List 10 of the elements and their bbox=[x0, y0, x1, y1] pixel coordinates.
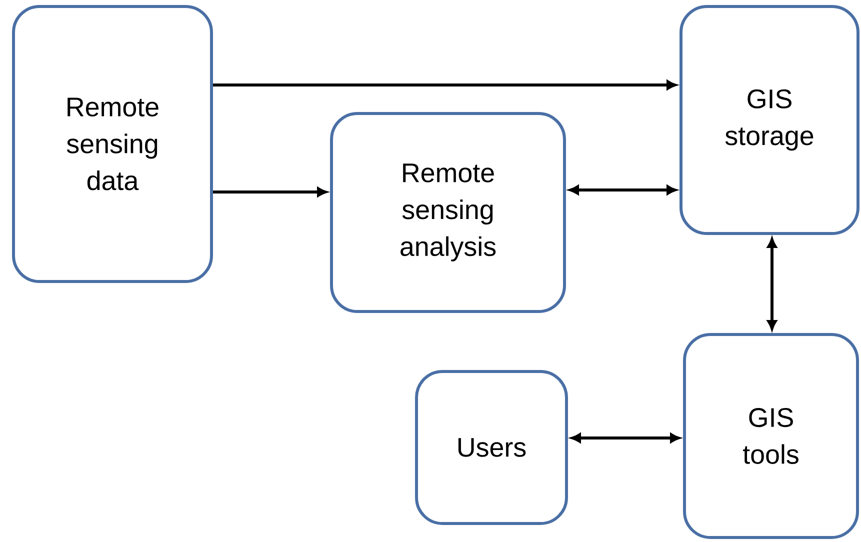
process-box: Remote sensing analysis bbox=[330, 112, 566, 313]
arrow bbox=[767, 238, 777, 330]
process-box: GIS tools bbox=[683, 333, 859, 539]
arrow bbox=[213, 80, 676, 90]
process-box: Remote sensing data bbox=[12, 5, 213, 283]
arrow bbox=[569, 185, 676, 195]
arrow bbox=[571, 433, 680, 443]
process-box: GIS storage bbox=[680, 5, 860, 235]
process-box: Users bbox=[415, 370, 568, 525]
arrow bbox=[213, 187, 327, 197]
